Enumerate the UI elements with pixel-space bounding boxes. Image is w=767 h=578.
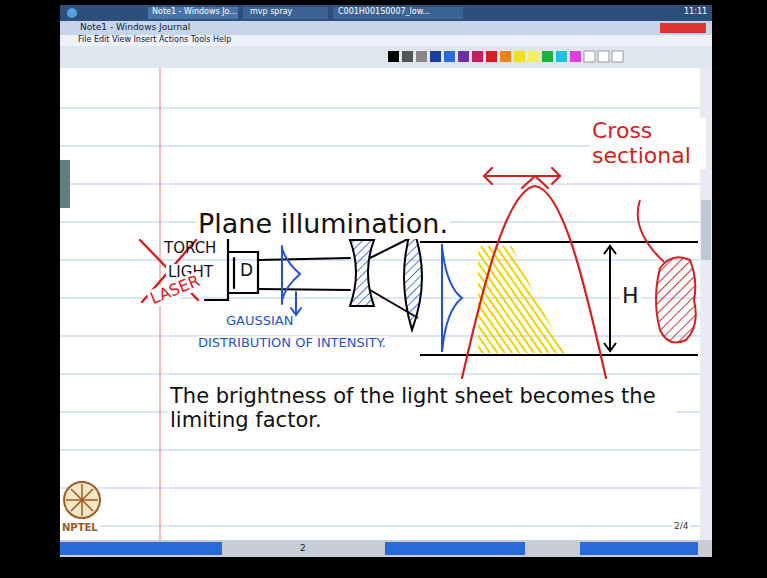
source-name: TORCH [164,240,216,257]
task-tab [333,7,463,19]
status-bar [60,540,712,557]
title-bar [60,21,712,35]
gaussian-profile [282,246,301,315]
intensity-curve [462,168,606,378]
status-segment [60,542,222,555]
light-source [205,236,350,300]
concave-lens [350,240,374,306]
menu-bar [60,35,712,46]
ruled-lines [60,108,700,526]
menu-items: File Edit View Insert Actions Tools Help [78,35,231,44]
leader-line [638,200,664,262]
task-name: Note1 - Windows Jo... [152,7,237,16]
cross-section [656,257,696,342]
status-segment [385,542,525,555]
annotation: Cross sectional [590,118,706,169]
start-icon [67,8,77,18]
dimension-label: H [620,283,641,308]
task-name: C001H001S0007_low... [338,7,430,16]
annotation: DISTRIBUTION OF INTENSITY. [196,336,388,351]
annotation: GAUSSIAN [224,314,295,329]
dimension-label: D [238,261,255,281]
convex-lens [404,226,422,330]
status-segment [580,542,698,555]
task-name: mvp spray [250,7,292,16]
scroll-thumb [701,200,711,260]
window-title: Note1 - Windows Journal [80,22,190,32]
logo-text: NPTEL [60,522,100,534]
page-number: 2 [300,543,306,553]
heading: Plane illumination. [196,208,450,239]
color-palette [388,51,623,62]
side-tab [60,160,70,208]
task-tab [148,7,238,19]
task-tab [243,7,328,19]
sheet-profile [442,244,462,352]
clock: 11:11 [684,7,707,16]
window-buttons [660,23,706,33]
dimension-line [604,246,616,351]
taskbar [60,5,712,21]
page-count: 2/4 [672,521,690,531]
light-sheet [420,242,698,355]
note-page [60,68,712,540]
toolbar [60,46,712,68]
nptel-logo [64,482,100,518]
note-text: The brightness of the light sheet become… [168,384,677,432]
